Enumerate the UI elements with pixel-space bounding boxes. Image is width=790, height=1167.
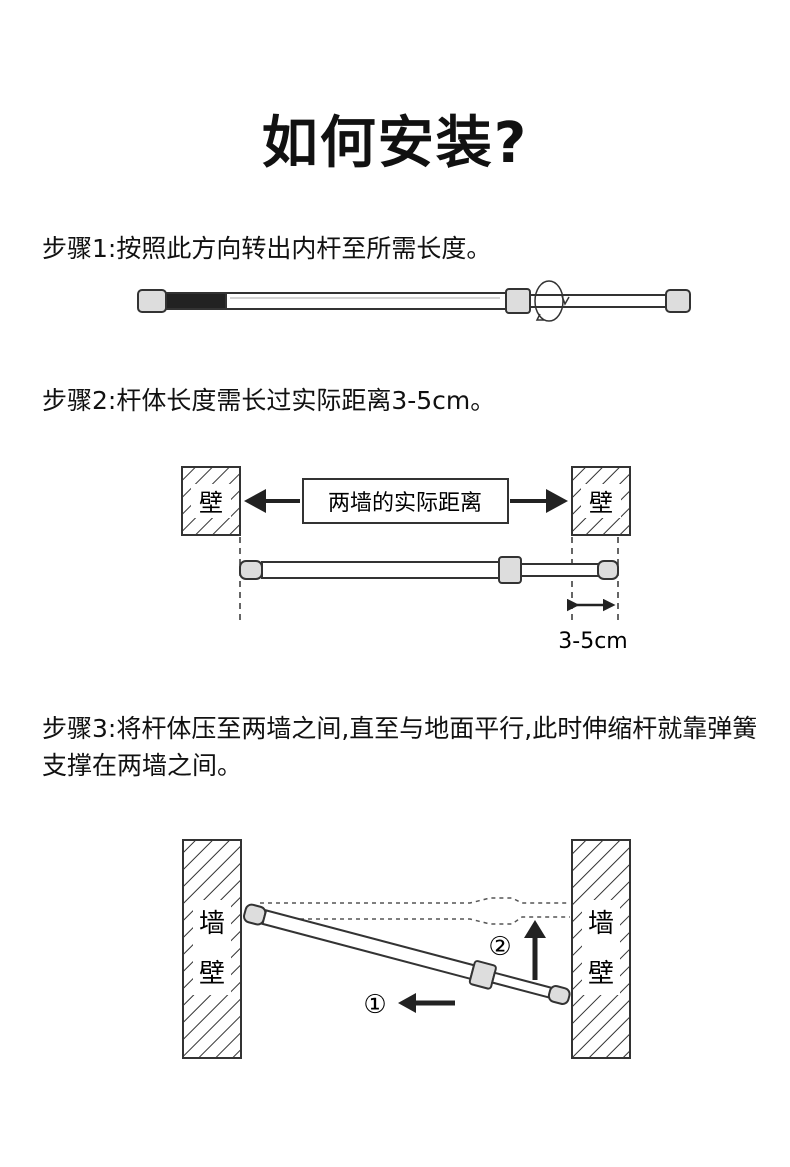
install-diagram: 墙 壁 墙 壁 ② ① bbox=[182, 839, 631, 1059]
wall-label-top-left: 墙 bbox=[199, 909, 225, 939]
page-title: 如何安装? bbox=[261, 111, 529, 176]
rod-diagram-1 bbox=[137, 280, 691, 322]
arrow-up-icon bbox=[524, 920, 546, 938]
wall-label-bottom-left: 壁 bbox=[199, 959, 225, 989]
target-rod-position bbox=[260, 897, 570, 925]
rod-diagram-3 bbox=[243, 903, 571, 1005]
step-1-text: 步骤1:按照此方向转出内杆至所需长度。 bbox=[42, 234, 492, 263]
extra-length-label: 3-5cm bbox=[558, 629, 627, 654]
rotation-arrow-icon bbox=[534, 280, 564, 322]
step-3-text: 步骤3:将杆体压至两墙之间,直至与地面平行,此时伸缩杆就靠弹簧支撑在两墙之间。 bbox=[42, 714, 758, 780]
rod-diagram-2 bbox=[239, 556, 619, 584]
wall-label-left: 壁 bbox=[199, 489, 223, 517]
arrow-right-icon bbox=[546, 489, 568, 513]
distance-diagram: 壁 壁 两墙的实际距离 3-5cm bbox=[181, 466, 631, 654]
marker-2: ② bbox=[488, 932, 511, 962]
marker-1: ① bbox=[363, 990, 386, 1020]
arrow-left-icon bbox=[398, 993, 416, 1013]
wall-label-bottom-right: 壁 bbox=[588, 959, 614, 989]
distance-label: 两墙的实际距离 bbox=[328, 491, 482, 516]
arrow-left-icon bbox=[244, 489, 266, 513]
step-2-text: 步骤2:杆体长度需长过实际距离3-5cm。 bbox=[42, 386, 496, 415]
wall-label-right: 壁 bbox=[589, 489, 613, 517]
wall-label-top-right: 墙 bbox=[588, 909, 614, 939]
